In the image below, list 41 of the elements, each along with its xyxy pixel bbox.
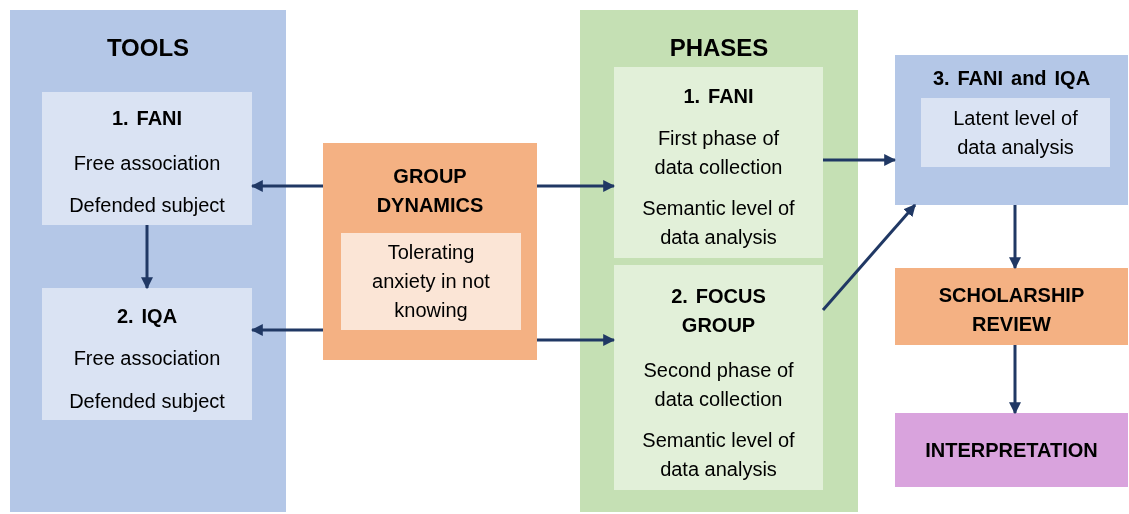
process-box [895, 55, 1128, 205]
arrow [537, 334, 616, 346]
body-text: Defended subject [68, 193, 226, 218]
heading: 1. FANI [682, 84, 755, 109]
body-text: Semantic level of data analysis [641, 196, 796, 250]
body-text: Semantic level of data analysis [641, 428, 796, 482]
process-box [895, 268, 1128, 345]
arrow [537, 180, 616, 192]
phase-box [614, 265, 823, 490]
heading: 2. FOCUS GROUP [670, 284, 767, 338]
body-text: First phase of data collection [653, 126, 784, 180]
heading: INTERPRETATION [924, 438, 1099, 463]
heading: 2. IQA [115, 304, 179, 329]
body-text: Tolerating anxiety in not knowing [371, 240, 491, 323]
tools-panel [10, 10, 286, 512]
arrow [250, 180, 323, 192]
heading: TOOLS [105, 33, 191, 62]
heading: GROUP DYNAMICS [375, 164, 485, 218]
note-box [341, 233, 521, 330]
heading: 3. FANI and IQA [931, 66, 1092, 91]
arrow [250, 324, 323, 336]
body-text: Second phase of data collection [642, 358, 795, 412]
heading: 1. FANI [110, 106, 184, 131]
process-box [895, 413, 1128, 487]
phase-box [614, 67, 823, 258]
phases-panel [580, 10, 858, 512]
arrow [141, 225, 153, 290]
body-text: Free association [72, 151, 222, 176]
body-text: Latent level of data analysis [952, 106, 1079, 160]
body-text: Free association [72, 346, 222, 371]
arrow [823, 154, 897, 166]
body-text: Defended subject [68, 389, 226, 414]
tool-box [42, 92, 252, 225]
arrow [1009, 205, 1021, 270]
tool-box [42, 288, 252, 420]
note-box [921, 98, 1110, 167]
heading: SCHOLARSHIP REVIEW [937, 283, 1086, 337]
heading: PHASES [668, 33, 770, 62]
arrow [821, 204, 917, 311]
process-box [323, 143, 537, 360]
arrow [1009, 345, 1021, 415]
